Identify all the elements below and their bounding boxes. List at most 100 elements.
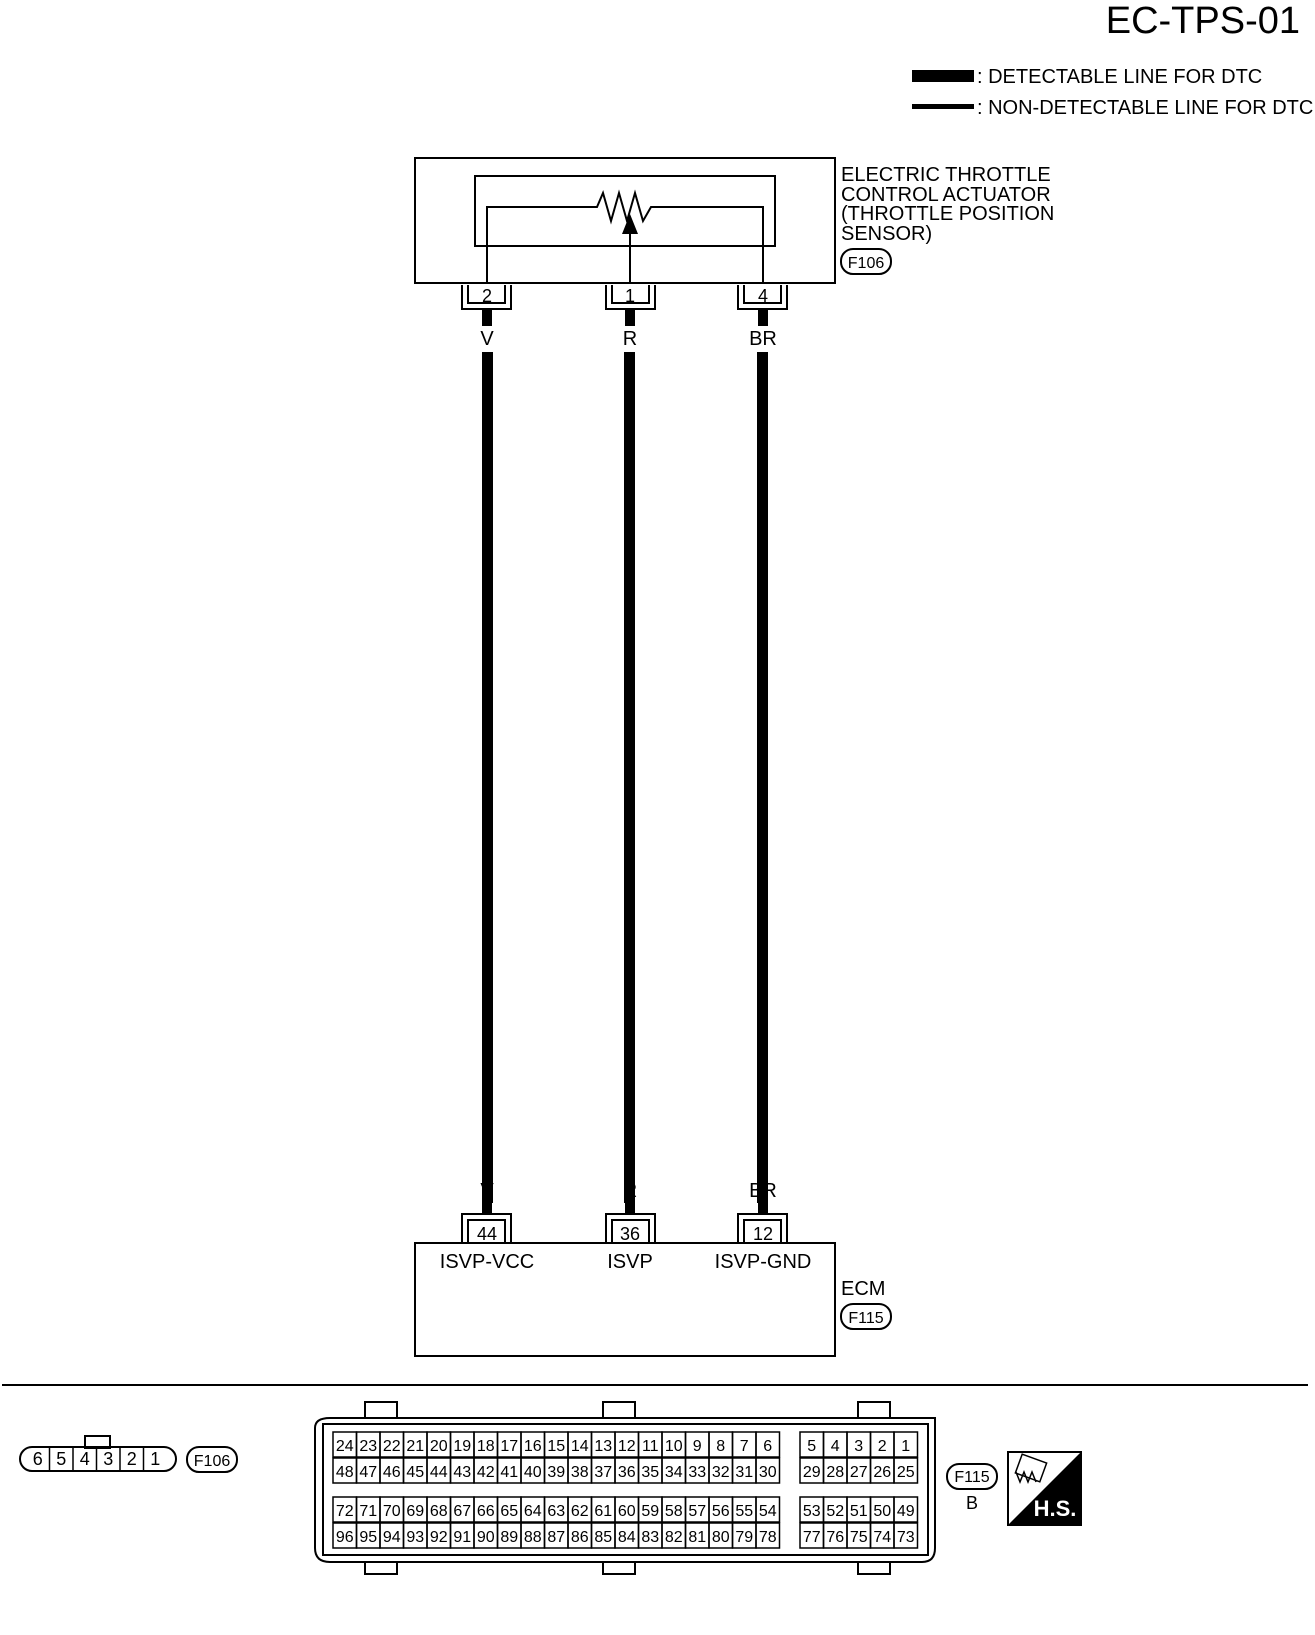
ecm-pin-label-isvp-vcc: ISVP-VCC bbox=[440, 1251, 534, 1273]
f115-pin-cell bbox=[893, 1431, 919, 1458]
f115-pin-28: 28 bbox=[826, 1464, 844, 1481]
f115-pin-82: 82 bbox=[665, 1529, 683, 1546]
f115-pin-cell bbox=[893, 1496, 919, 1523]
f115-pin-cell bbox=[755, 1431, 781, 1458]
f115-pin-54: 54 bbox=[759, 1503, 777, 1520]
f106-pin-5: 5 bbox=[56, 1449, 66, 1469]
f115-pin-62: 62 bbox=[571, 1503, 589, 1520]
f115-pin-35: 35 bbox=[641, 1464, 659, 1481]
f115-pin-15: 15 bbox=[547, 1438, 565, 1455]
f115-pin-68: 68 bbox=[430, 1503, 448, 1520]
f115-pin-30: 30 bbox=[759, 1464, 777, 1481]
sensor-box bbox=[414, 157, 836, 284]
ecm-connector-id: F115 bbox=[848, 1310, 883, 1327]
f115-pin-40: 40 bbox=[524, 1464, 542, 1481]
wire-color-bottom-r: R bbox=[623, 1180, 637, 1202]
ecm-pin-label-isvp-gnd: ISVP-GND bbox=[715, 1251, 812, 1273]
f115-pin-79: 79 bbox=[735, 1529, 753, 1546]
sensor-name-line-2: CONTROL ACTUATOR bbox=[841, 184, 1051, 206]
f106-badge bbox=[186, 1446, 238, 1473]
f115-pin-88: 88 bbox=[524, 1529, 542, 1546]
f115-pin-86: 86 bbox=[571, 1529, 589, 1546]
f115-pin-87: 87 bbox=[547, 1529, 565, 1546]
sensor-pin-4-num: 4 bbox=[758, 286, 768, 306]
legend-detectable-swatch bbox=[912, 70, 974, 82]
f115-pin-16: 16 bbox=[524, 1438, 542, 1455]
f115-pin-65: 65 bbox=[500, 1503, 518, 1520]
sensor-pin-1-num: 1 bbox=[625, 286, 635, 306]
f115-pin-94: 94 bbox=[383, 1529, 401, 1546]
f115-pin-85: 85 bbox=[594, 1529, 612, 1546]
sensor-name-line-1: ELECTRIC THROTTLE bbox=[841, 164, 1051, 186]
sensor-connector-badge bbox=[840, 248, 892, 275]
f115-pin-10: 10 bbox=[665, 1438, 683, 1455]
f115-pin-4: 4 bbox=[831, 1438, 840, 1455]
f115-pin-84: 84 bbox=[618, 1529, 636, 1546]
f115-pin-81: 81 bbox=[688, 1529, 706, 1546]
f115-pin-17: 17 bbox=[500, 1438, 518, 1455]
f115-pin-57: 57 bbox=[688, 1503, 706, 1520]
f115-pin-59: 59 bbox=[641, 1503, 659, 1520]
f115-pin-cell bbox=[893, 1522, 919, 1549]
f115-pin-25: 25 bbox=[897, 1464, 915, 1481]
f115-pin-49: 49 bbox=[897, 1503, 915, 1520]
f115-pin-52: 52 bbox=[826, 1503, 844, 1520]
ecm-pin-label-isvp: ISVP bbox=[607, 1251, 653, 1273]
f115-pin-22: 22 bbox=[383, 1438, 401, 1455]
f115-pin-66: 66 bbox=[477, 1503, 495, 1520]
hs-badge-text: H.S. bbox=[1034, 1496, 1077, 1521]
ecm-pin-44: 44 bbox=[461, 1203, 512, 1244]
harness-side-icon: H.S. bbox=[1007, 1451, 1082, 1526]
wire-br bbox=[757, 352, 768, 1203]
f115-pin-71: 71 bbox=[359, 1503, 377, 1520]
f115-pin-58: 58 bbox=[665, 1503, 683, 1520]
f115-pin-78: 78 bbox=[759, 1529, 777, 1546]
legend: : NON-DETECTABLE LINE FOR DTC : DETECTAB… bbox=[912, 66, 1313, 119]
f115-pin-cell bbox=[755, 1457, 781, 1484]
f115-pin-60: 60 bbox=[618, 1503, 636, 1520]
f106-pin-4: 4 bbox=[80, 1449, 90, 1469]
f106-pin-1: 1 bbox=[150, 1449, 160, 1469]
f115-pin-74: 74 bbox=[873, 1529, 891, 1546]
f115-pin-45: 45 bbox=[406, 1464, 424, 1481]
f115-pin-55: 55 bbox=[735, 1503, 753, 1520]
legend-nondetectable-text: : NON-DETECTABLE LINE FOR DTC bbox=[977, 97, 1313, 119]
f115-pin-90: 90 bbox=[477, 1529, 495, 1546]
f115-pin-38: 38 bbox=[571, 1464, 589, 1481]
ecm-pin-44-num: 44 bbox=[477, 1224, 497, 1244]
ecm-pin-36-num: 36 bbox=[620, 1224, 640, 1244]
legend-nondetectable-swatch bbox=[912, 104, 974, 109]
f115-pin-64: 64 bbox=[524, 1503, 542, 1520]
f115-pin-24: 24 bbox=[336, 1438, 354, 1455]
f106-pin-6: 6 bbox=[33, 1449, 43, 1469]
f115-pin-3: 3 bbox=[854, 1438, 863, 1455]
f115-pin-92: 92 bbox=[430, 1529, 448, 1546]
f115-pin-2: 2 bbox=[878, 1438, 887, 1455]
wiper-arrow-icon bbox=[622, 214, 638, 234]
f115-pin-1: 1 bbox=[901, 1438, 910, 1455]
f106-pin-3: 3 bbox=[103, 1449, 113, 1469]
f115-pin-61: 61 bbox=[594, 1503, 612, 1520]
f115-pin-96: 96 bbox=[336, 1529, 354, 1546]
f115-pin-32: 32 bbox=[712, 1464, 730, 1481]
ecm-pin-36: 36 bbox=[605, 1203, 656, 1244]
f115-pin-50: 50 bbox=[873, 1503, 891, 1520]
f115-pin-7: 7 bbox=[740, 1438, 749, 1455]
f115-pin-70: 70 bbox=[383, 1503, 401, 1520]
wire-r bbox=[624, 352, 635, 1203]
f115-pin-27: 27 bbox=[850, 1464, 868, 1481]
f115-pin-43: 43 bbox=[453, 1464, 471, 1481]
sensor-name-line-4: SENSOR) bbox=[841, 223, 932, 245]
f115-pin-48: 48 bbox=[336, 1464, 354, 1481]
f115-pin-67: 67 bbox=[453, 1503, 471, 1520]
wire-v bbox=[482, 352, 493, 1203]
f115-pin-21: 21 bbox=[406, 1438, 424, 1455]
f115-pin-42: 42 bbox=[477, 1464, 495, 1481]
f115-pin-26: 26 bbox=[873, 1464, 891, 1481]
f115-pin-39: 39 bbox=[547, 1464, 565, 1481]
sensor-pin-4: 4 bbox=[737, 285, 788, 326]
f115-pin-23: 23 bbox=[359, 1438, 377, 1455]
f115-pin-53: 53 bbox=[803, 1503, 821, 1520]
legend-detectable-text: : DETECTABLE LINE FOR DTC bbox=[977, 66, 1262, 88]
